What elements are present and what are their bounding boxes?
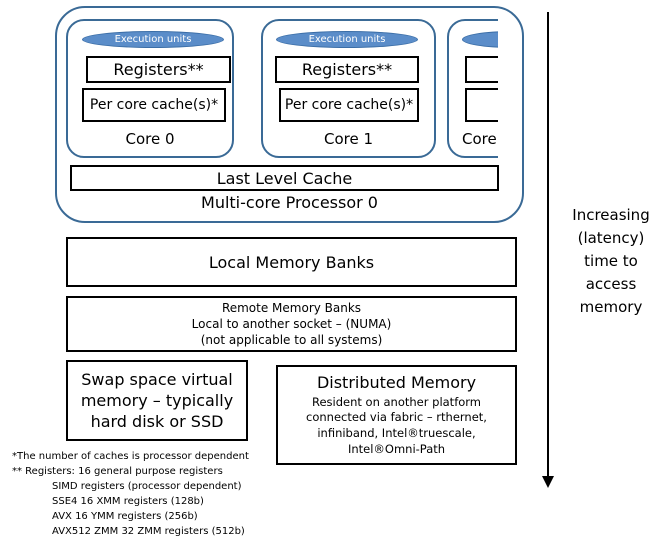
latency-axis-label: Increasing (latency) time to access memo… (562, 204, 660, 319)
down-arrowhead-icon (542, 476, 554, 488)
latency-line1: Increasing (572, 206, 650, 224)
latency-arrow (542, 12, 554, 488)
footnote-cache: *The number of caches is processor depen… (12, 451, 249, 462)
core-2-per-core-cache (465, 88, 498, 122)
footnote-avx: AVX 16 YMM registers (256b) (52, 511, 198, 522)
core-0-label: Core 0 (125, 130, 175, 148)
distributed-line1: Resident on another platform (311, 394, 482, 409)
latency-line5: memory (579, 298, 643, 316)
remote-memory-line1: Remote Memory Banks (221, 300, 362, 315)
distributed-title: Distributed Memory (316, 372, 477, 392)
core-1-label: Core 1 (323, 130, 374, 148)
footnote-sse4: SSE4 16 XMM registers (128b) (52, 496, 204, 507)
core-1-per-core-cache: Per core cache(s)* (279, 88, 419, 122)
core-2-clip: Core (440, 12, 498, 164)
remote-memory-banks: Remote Memory Banks Local to another soc… (66, 296, 517, 352)
core-0-execution-units: Execution units (82, 31, 224, 48)
last-level-cache: Last Level Cache (70, 165, 499, 191)
footnote-avx512: AVX512 ZMM 32 ZMM registers (512b) (52, 526, 245, 537)
core-2-registers (465, 56, 498, 83)
latency-line2: (latency) (577, 229, 645, 247)
distributed-memory: Distributed Memory Resident on another p… (276, 365, 517, 465)
swap-line3: hard disk or SSD (90, 412, 224, 431)
core-0-per-core-cache: Per core cache(s)* (82, 88, 226, 122)
processor-label: Multi-core Processor 0 (201, 193, 378, 212)
footnotes: *The number of caches is processor depen… (12, 449, 249, 539)
core-1-registers: Registers** (275, 56, 419, 83)
swap-line2: memory – typically (80, 391, 234, 410)
local-memory-banks: Local Memory Banks (66, 237, 517, 287)
remote-memory-line3: (not applicable to all systems) (200, 333, 383, 348)
distributed-line2: connected via fabric – rthernet, (306, 410, 487, 425)
footnote-simd: SIMD registers (processor dependent) (52, 481, 242, 492)
latency-line4: access (585, 275, 637, 293)
distributed-line4: Intel®Omni-Path (347, 441, 446, 456)
multi-core-processor (55, 6, 524, 223)
swap-space: Swap space virtual memory – typically ha… (66, 360, 248, 441)
remote-memory-line2: Local to another socket – (NUMA) (191, 316, 392, 331)
latency-line3: time to (584, 252, 638, 270)
core-2-label: Core (462, 130, 497, 148)
footnote-registers: ** Registers: 16 general purpose registe… (12, 466, 223, 477)
swap-line1: Swap space virtual (81, 370, 233, 389)
core-0-registers: Registers** (86, 56, 231, 83)
distributed-line3: infiniband, Intel®truescale, (317, 426, 476, 440)
core-1-execution-units: Execution units (276, 31, 418, 48)
